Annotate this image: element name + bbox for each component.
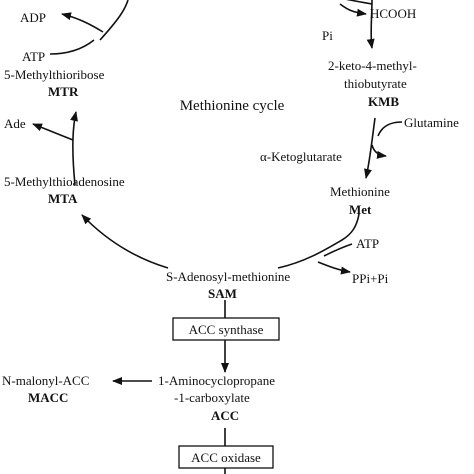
- arc-mtr-to-top: [99, 0, 129, 41]
- met-abbr: Met: [349, 202, 372, 217]
- glutamine-label: Glutamine: [404, 115, 459, 130]
- mtr-name: 5-Methylthioribose: [4, 67, 105, 82]
- arrow-from-atp: [49, 39, 95, 55]
- acc-synthase-box: [172, 317, 280, 341]
- acc-name-line1: 1-Aminocyclopropane: [158, 373, 275, 388]
- adp-label: ADP: [20, 10, 46, 25]
- arrow-to-adp: [61, 12, 104, 33]
- mta-name: 5-Methylthioadenosine: [4, 174, 125, 189]
- arc-kmb-to-met: [364, 117, 376, 179]
- arrow-to-ppi: [317, 261, 351, 275]
- arrow-from-atp-sam: [323, 243, 353, 257]
- acc-abbr: ACC: [211, 408, 239, 423]
- arc-met-to-sam: [277, 213, 360, 269]
- atp-sam-label: ATP: [356, 236, 379, 251]
- acc-oxidase-label: ACC oxidase: [191, 450, 261, 465]
- hcooh-label: HCOOH: [370, 6, 416, 21]
- arrow-to-ketoglutarate: [371, 144, 387, 159]
- mtr-abbr: MTR: [48, 84, 79, 99]
- arc-mta-to-mtr: [70, 111, 78, 186]
- macc-abbr: MACC: [28, 390, 68, 405]
- kmb-abbr: KMB: [368, 94, 399, 109]
- sam-abbr: SAM: [208, 286, 237, 301]
- arrow-to-hcooh: [339, 3, 367, 17]
- kmb-name-line2: thiobutyrate: [344, 76, 407, 91]
- kmb-name-line1: 2-keto-4-methyl-: [328, 58, 417, 73]
- arrow-from-glutamine: [377, 121, 403, 137]
- diagram-title: Methionine cycle: [180, 98, 285, 114]
- ketoglutarate-label: α-Ketoglutarate: [260, 149, 342, 164]
- mta-abbr: MTA: [48, 191, 78, 206]
- arrow-pi-side: [345, 0, 373, 5]
- acc-synthase-label: ACC synthase: [189, 322, 264, 337]
- ade-label: Ade: [4, 116, 26, 131]
- atp-top-label: ATP: [22, 49, 45, 64]
- sam-name: S-Adenosyl-methionine: [166, 269, 290, 284]
- acc-oxidase-box: [178, 445, 274, 469]
- ppi-pi-label: PPi+Pi: [352, 271, 389, 286]
- arrow-to-ade: [32, 123, 74, 141]
- acc-name-line2: -1-carboxylate: [174, 390, 250, 405]
- pi-label: Pi: [322, 28, 333, 43]
- met-name: Methionine: [330, 184, 390, 199]
- macc-name: N-malonyl-ACC: [2, 373, 89, 388]
- arc-sam-to-mta: [81, 214, 169, 269]
